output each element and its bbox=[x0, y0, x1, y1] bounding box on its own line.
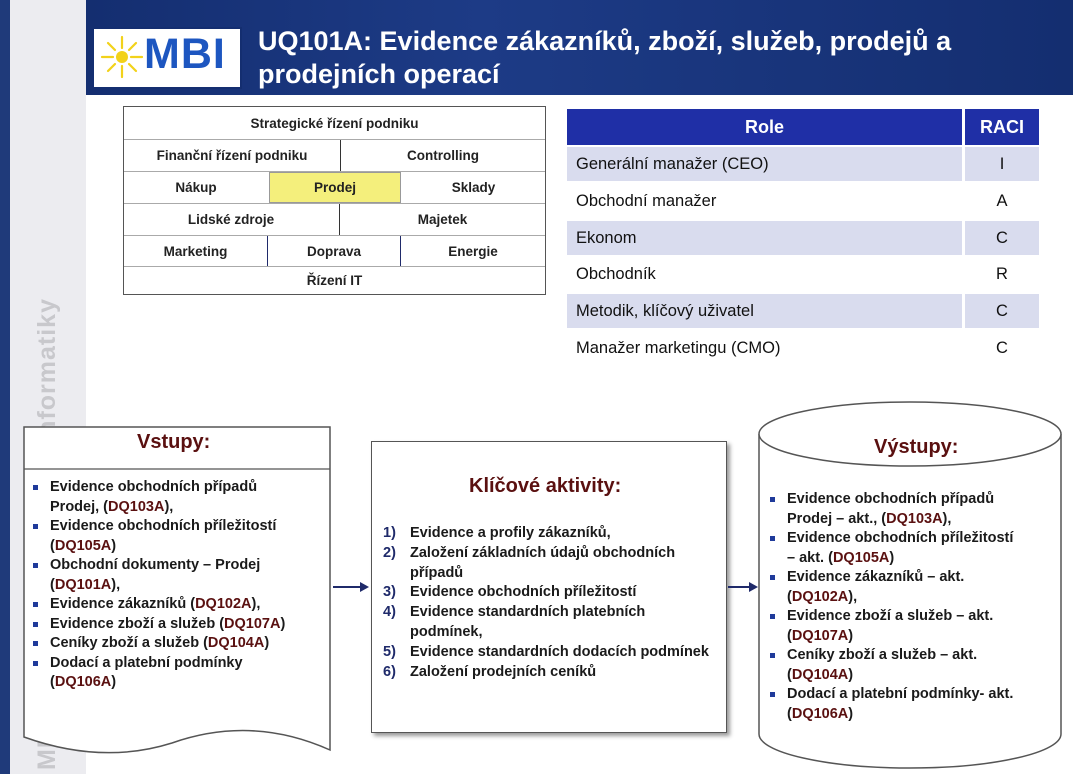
list-item: 6)Založení prodejních ceníků bbox=[383, 663, 597, 680]
raci-row-role: Obchodní manažer bbox=[567, 184, 962, 218]
list-item: Evidence zboží a služeb (DQ107A) bbox=[30, 615, 330, 635]
page-title: UQ101A: Evidence zákazníků, zboží, služe… bbox=[258, 26, 952, 89]
list-item: 4)Evidence standardních platebních podmí… bbox=[383, 604, 646, 640]
raci-row-value: R bbox=[965, 257, 1039, 291]
flow-arrow bbox=[728, 586, 750, 588]
list-item: Evidence obchodních příležitostí– akt. (… bbox=[767, 529, 1057, 568]
org-strategic: Strategické řízení podniku bbox=[250, 116, 419, 131]
list-item: Dodací a platební podmínky(DQ106A) bbox=[30, 654, 330, 693]
raci-row-value: C bbox=[965, 331, 1039, 365]
outputs-title: Výstupy: bbox=[874, 436, 959, 458]
list-item: 2)Založení základních údajů obchodních p… bbox=[383, 544, 676, 581]
sun-logo-icon bbox=[100, 35, 144, 79]
raci-header-role: Role bbox=[567, 109, 962, 145]
org-controlling: Controlling bbox=[407, 148, 479, 163]
list-item: Obchodní dokumenty – Prodej(DQ101A), bbox=[30, 556, 330, 595]
key-activities-box bbox=[371, 441, 727, 733]
inputs-title: Vstupy: bbox=[137, 431, 211, 453]
arrow-head bbox=[749, 582, 758, 592]
flow-arrow bbox=[333, 586, 361, 588]
list-item: 5)Evidence standardních dodacích podmíne… bbox=[383, 643, 709, 660]
left-accent-bar bbox=[0, 0, 10, 774]
activities-title: Klíčové aktivity: bbox=[469, 475, 622, 497]
list-item: Evidence zákazníků (DQ102A), bbox=[30, 595, 330, 615]
activities-list: 1)Evidence a profily zákazníků, 2)Založe… bbox=[373, 524, 718, 682]
org-energy: Energie bbox=[448, 243, 498, 259]
arrow-head bbox=[360, 582, 369, 592]
org-structure-grid: Strategické řízení podniku Finanční říze… bbox=[123, 106, 546, 295]
raci-row-role: Obchodník bbox=[567, 257, 962, 291]
list-item: 3)Evidence obchodních příležitostí bbox=[383, 584, 637, 601]
raci-row-role: Ekonom bbox=[567, 221, 962, 255]
list-item: Evidence zákazníků – akt.(DQ102A), bbox=[767, 568, 1057, 607]
list-item: Evidence zboží a služeb – akt.(DQ107A) bbox=[767, 607, 1057, 646]
raci-row-role: Metodik, klíčový uživatel bbox=[567, 294, 962, 328]
logo-text: MBI bbox=[144, 30, 226, 78]
header-band bbox=[86, 0, 1073, 95]
raci-row-value: C bbox=[965, 221, 1039, 255]
org-hr: Lidské zdroje bbox=[187, 212, 275, 227]
org-sales-highlighted: Prodej bbox=[269, 172, 401, 203]
list-item: Dodací a platební podmínky- akt.(DQ106A) bbox=[767, 685, 1057, 724]
raci-header-raci: RACI bbox=[965, 109, 1039, 145]
org-it: Řízení IT bbox=[306, 273, 363, 288]
org-finance: Finanční řízení podniku bbox=[156, 148, 308, 163]
inputs-document-shape bbox=[23, 426, 331, 754]
raci-row-value: A bbox=[965, 184, 1039, 218]
org-purchase: Nákup bbox=[175, 180, 217, 195]
list-item: Ceníky zboží a služeb (DQ104A) bbox=[30, 634, 330, 654]
list-item: Evidence obchodních příležitostí(DQ105A) bbox=[30, 517, 330, 556]
raci-row-value: C bbox=[965, 294, 1039, 328]
org-transport: Doprava bbox=[306, 243, 362, 259]
org-assets: Majetek bbox=[417, 212, 468, 227]
list-item: 1)Evidence a profily zákazníků, bbox=[383, 525, 611, 541]
raci-row-role: Manažer marketingu (CMO) bbox=[567, 331, 962, 365]
org-warehouse: Sklady bbox=[451, 180, 496, 195]
raci-row-value: I bbox=[965, 147, 1039, 181]
list-item: Ceníky zboží a služeb – akt.(DQ104A) bbox=[767, 646, 1057, 685]
raci-row-role: Generální manažer (CEO) bbox=[567, 147, 962, 181]
org-marketing: Marketing bbox=[163, 243, 228, 259]
outputs-cylinder-shape bbox=[758, 401, 1062, 769]
